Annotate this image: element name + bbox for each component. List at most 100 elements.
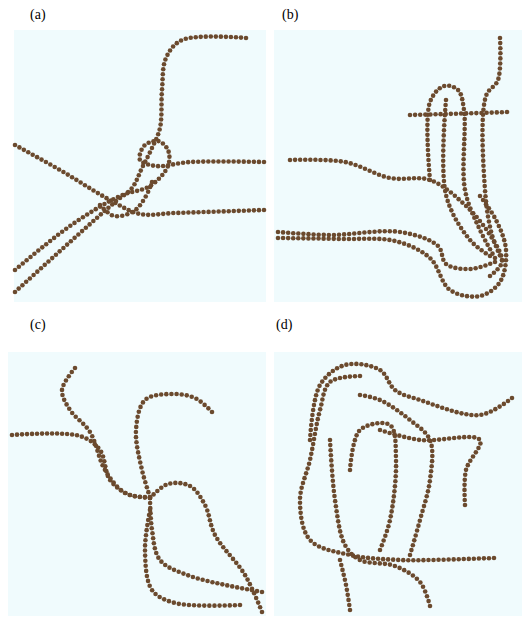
bead [460,293,465,298]
bead [262,208,267,213]
bead [331,549,336,554]
bead-chain [328,438,433,609]
bead [426,599,431,604]
bead [488,274,493,279]
bead [358,374,363,379]
bead [208,518,213,523]
bead [179,38,184,43]
bead [493,407,498,412]
bead [61,383,66,388]
bead [452,85,457,90]
bead [412,437,417,442]
bead [44,242,49,247]
bead [478,265,483,270]
bead [343,160,348,165]
bead [151,212,156,217]
bead [427,173,432,178]
bead [456,222,461,227]
bead [386,524,391,529]
bead [454,410,459,415]
bead [196,159,201,164]
bead [474,220,479,225]
bead [370,422,375,427]
bead [498,36,503,41]
bead [497,224,502,229]
bead [391,405,396,410]
bead [437,437,442,442]
bead [345,593,350,598]
bead [430,454,435,459]
bead [464,412,469,417]
bead [483,189,488,194]
bead [403,414,408,419]
bead [301,232,306,237]
bead [35,155,40,160]
bead [462,117,467,122]
panel-background [8,352,266,616]
bead [202,603,207,608]
bead [167,565,172,570]
bead [314,393,319,398]
bead [78,180,83,185]
bead [115,214,120,219]
bead [406,558,411,563]
bead [465,294,470,299]
bead-chain [441,98,492,259]
bead [137,409,142,414]
bead [160,87,165,92]
bead [365,423,370,428]
bead [56,232,61,237]
bead [157,595,162,600]
bead [161,67,166,72]
bead [305,466,310,471]
bead [426,158,431,163]
bead [402,176,407,181]
bead [341,551,346,556]
bead [115,484,120,489]
bead [489,229,494,234]
bead [247,208,252,213]
bead [352,237,357,242]
bead [226,159,231,164]
bead [442,123,447,128]
bead [323,158,328,163]
bead [216,159,221,164]
bead [382,174,387,179]
bead [357,429,362,434]
bead [329,453,334,458]
bead [377,229,382,234]
bead [46,259,51,264]
bead [134,425,139,430]
bead [453,194,458,199]
bead [428,178,433,183]
bead [276,236,281,241]
bead [343,375,348,380]
bead [481,158,486,163]
bead [408,553,413,558]
bead [24,280,29,285]
bead [321,546,326,551]
bead [484,227,489,232]
bead [206,210,211,215]
bead [17,145,22,150]
bead [381,538,386,543]
bead [298,490,303,495]
bead [123,491,128,496]
bead [426,434,431,439]
bead [418,580,423,585]
bead [462,498,467,503]
bead [143,495,148,500]
bead [22,148,27,153]
bead [411,543,416,548]
bead [26,150,31,155]
bead [166,149,171,154]
bead [468,458,473,463]
bead [111,480,116,485]
bead [309,452,314,457]
bead [329,463,334,468]
bead [480,293,485,298]
bead [203,34,208,39]
bead [469,413,474,418]
bead [411,420,416,425]
bead [441,557,446,562]
